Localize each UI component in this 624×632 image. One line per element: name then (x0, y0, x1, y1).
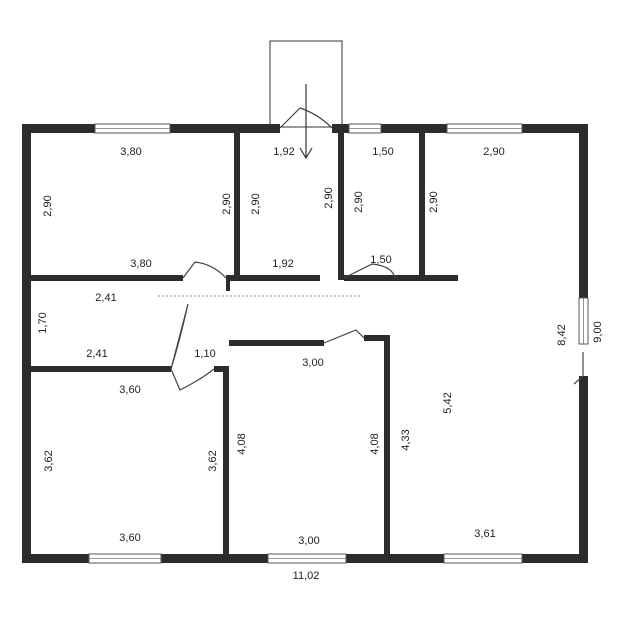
room-bm-top-dim: 3,00 (302, 357, 323, 369)
outer-wall-right-lower (579, 376, 588, 563)
window-bottom-right (443, 553, 523, 564)
wall-h-upper-left (31, 275, 183, 281)
wall-h-bm-top (229, 340, 324, 346)
outer-wall-left (22, 124, 31, 563)
room-tl-left-dim: 2,90 (42, 195, 54, 216)
room-bath-bottom-dim: 1,50 (370, 254, 391, 266)
window-top-right (446, 123, 523, 134)
wall-h-upper-right (344, 275, 458, 281)
room-bath-top-dim: 1,50 (372, 146, 393, 158)
room-entry-left-dim: 2,90 (250, 193, 262, 214)
room-tr-left-dim: 2,90 (428, 191, 440, 212)
window-top-bath (348, 123, 382, 134)
room-br-inner-dim: 5,42 (442, 392, 454, 413)
corridor-bottom-dim: 2,41 (86, 348, 107, 360)
overall-width-dim: 11,02 (293, 570, 320, 582)
wall-v-corridor-mid (226, 281, 230, 291)
door-room-bm (323, 329, 365, 344)
corridor-door-dim: 1,10 (194, 348, 215, 360)
room-br-left-dim: 4,33 (400, 429, 412, 450)
door-room-tl (182, 261, 227, 279)
corridor-left-dim: 1,70 (37, 312, 49, 333)
room-tl-top-dim: 3,80 (120, 146, 141, 158)
window-bottom-mid (267, 553, 347, 564)
room-bl-bottom-dim: 3,60 (119, 532, 140, 544)
wall-v-bath-right (419, 124, 425, 280)
entrance-door (279, 107, 333, 129)
room-bm-left-dim: 4,08 (236, 433, 248, 454)
overall-depth-dim: 9,00 (592, 321, 604, 342)
room-br-bottom-dim: 3,61 (474, 528, 495, 540)
window-right (578, 297, 589, 345)
wall-v-entry-right (338, 124, 344, 280)
room-br-right-dim: 8,42 (556, 324, 568, 345)
door-right (573, 352, 584, 385)
wall-v-entry-left (234, 124, 240, 280)
room-tl-right-dim: 2,90 (221, 193, 233, 214)
entrance-arrow-icon (299, 147, 313, 160)
outer-wall-right-upper (579, 124, 588, 298)
door-corridor-left (170, 303, 189, 370)
corridor-top-dim: 2,41 (95, 292, 116, 304)
room-entry-right-dim: 2,90 (323, 187, 335, 208)
room-bl-left-dim: 3,62 (43, 450, 55, 471)
room-bl-top-dim: 3,60 (119, 384, 140, 396)
wall-h-lower-left (31, 366, 171, 372)
door-room-bl (170, 368, 215, 391)
wall-h-upper-mid (226, 275, 320, 281)
door-room-bath (343, 263, 396, 279)
room-entry-bottom-dim: 1,92 (272, 258, 293, 270)
room-bl-right-dim: 3,62 (207, 450, 219, 471)
window-top-left (94, 123, 171, 134)
wall-h-lower-stub (214, 366, 229, 372)
wall-v-bm-right (384, 335, 390, 554)
room-tr-top-dim: 2,90 (483, 146, 504, 158)
room-bm-right-dim: 4,08 (369, 433, 381, 454)
room-entry-top-dim: 1,92 (273, 146, 294, 158)
room-bm-bottom-dim: 3,00 (298, 535, 319, 547)
wall-v-bl-right (223, 366, 229, 554)
room-bath-left-dim: 2,90 (353, 191, 365, 212)
window-bottom-left (88, 553, 162, 564)
room-tl-bottom-dim: 3,80 (130, 258, 151, 270)
wall-h-bm-top-right (364, 335, 390, 341)
